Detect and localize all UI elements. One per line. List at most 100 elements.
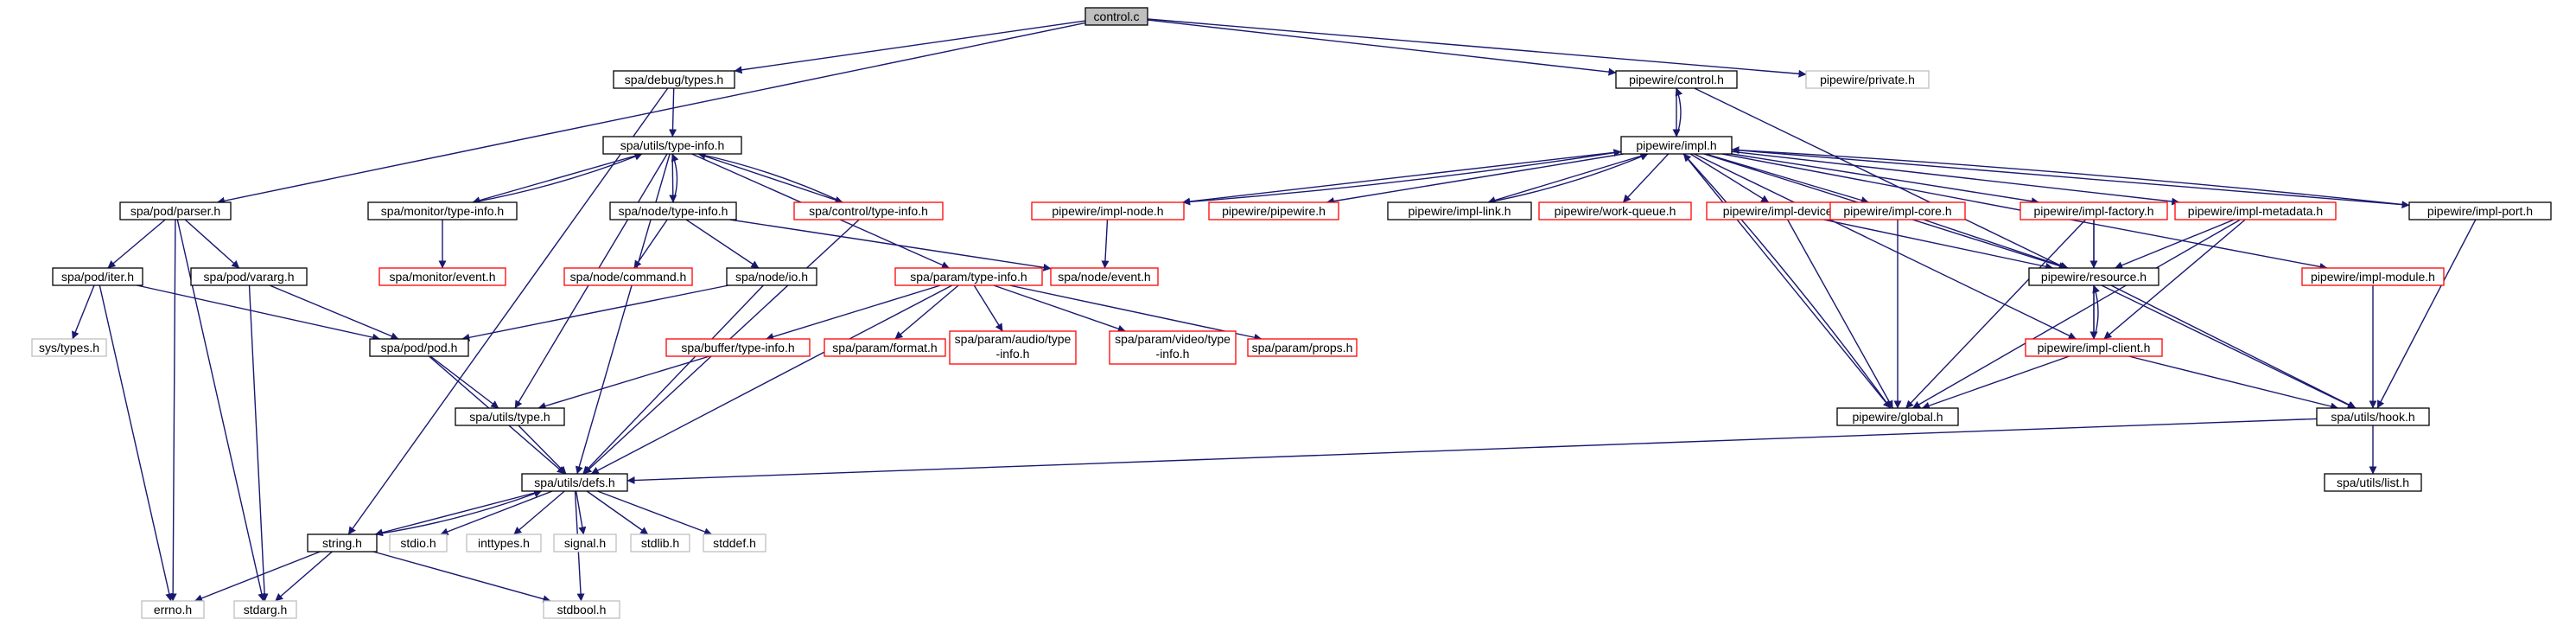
node-box[interactable]	[52, 267, 143, 286]
node-spa-param-typeinfo[interactable]: spa/param/type-info.h	[894, 267, 1043, 286]
node-spa-buffer-typeinfo[interactable]: spa/buffer/type-info.h	[665, 338, 811, 357]
node-pw-impl-core[interactable]: pipewire/impl-core.h	[1829, 201, 1966, 220]
node-box[interactable]	[1615, 70, 1738, 89]
node-box[interactable]	[726, 267, 817, 286]
node-box[interactable]	[602, 136, 742, 155]
node-signal-h[interactable]: signal.h	[553, 533, 617, 553]
node-pw-resource[interactable]: pipewire/resource.h	[2028, 267, 2159, 286]
node-spa-utils-hook[interactable]: spa/utils/hook.h	[2316, 407, 2430, 426]
node-box[interactable]	[1247, 338, 1358, 357]
node-box[interactable]	[2408, 201, 2552, 220]
node-box[interactable]	[378, 267, 506, 286]
node-spa-node-io[interactable]: spa/node/io.h	[726, 267, 817, 286]
node-pw-pipewire[interactable]: pipewire/pipewire.h	[1208, 201, 1339, 220]
node-box[interactable]	[543, 600, 620, 619]
node-spa-control-typeinfo[interactable]: spa/control/type-info.h	[793, 201, 944, 220]
node-box[interactable]	[1836, 407, 1959, 426]
node-stddef-h[interactable]: stddef.h	[703, 533, 766, 553]
node-pw-impl-metadata[interactable]: pipewire/impl-metadata.h	[2174, 201, 2337, 220]
node-box[interactable]	[563, 267, 693, 286]
node-pw-impl[interactable]: pipewire/impl.h	[1620, 136, 1733, 155]
node-box[interactable]	[31, 338, 107, 357]
node-box[interactable]	[824, 338, 946, 357]
node-stdio-h[interactable]: stdio.h	[389, 533, 448, 553]
node-box[interactable]	[553, 533, 617, 553]
node-pw-impl-link[interactable]: pipewire/impl-link.h	[1387, 201, 1532, 220]
node-pw-private[interactable]: pipewire/private.h	[1805, 70, 1930, 89]
node-pw-impl-device[interactable]: pipewire/impl-device.h	[1706, 201, 1860, 220]
node-spa-monitor-typeinfo[interactable]: spa/monitor/type-info.h	[367, 201, 518, 220]
node-box[interactable]	[613, 70, 735, 89]
node-box[interactable]	[233, 600, 297, 619]
node-pw-impl-node[interactable]: pipewire/impl-node.h	[1031, 201, 1185, 220]
node-spa-node-typeinfo[interactable]: spa/node/type-info.h	[609, 201, 737, 220]
node-spa-utils-typeinfo[interactable]: spa/utils/type-info.h	[602, 136, 742, 155]
node-pw-control[interactable]: pipewire/control.h	[1615, 70, 1738, 89]
node-box[interactable]	[190, 267, 308, 286]
node-spa-node-event[interactable]: spa/node/event.h	[1050, 267, 1159, 286]
node-box[interactable]	[1538, 201, 1692, 220]
node-box[interactable]	[369, 338, 469, 357]
node-inttypes-h[interactable]: inttypes.h	[466, 533, 542, 553]
node-stdbool-h[interactable]: stdbool.h	[543, 600, 620, 619]
edge-pw-impl-core-to-pw-resource	[1923, 219, 2069, 270]
node-spa-pod-iter[interactable]: spa/pod/iter.h	[52, 267, 143, 286]
node-stdlib-h[interactable]: stdlib.h	[630, 533, 690, 553]
node-box[interactable]	[793, 201, 944, 220]
node-box[interactable]	[466, 533, 542, 553]
node-box[interactable]	[1208, 201, 1339, 220]
node-box[interactable]	[1829, 201, 1966, 220]
node-box[interactable]	[1387, 201, 1532, 220]
node-box[interactable]	[1109, 330, 1237, 365]
node-box[interactable]	[1084, 7, 1148, 26]
node-pw-work-queue[interactable]: pipewire/work-queue.h	[1538, 201, 1692, 220]
node-spa-pod-parser[interactable]: spa/pod/parser.h	[119, 201, 232, 220]
node-spa-node-command[interactable]: spa/node/command.h	[563, 267, 693, 286]
node-box[interactable]	[665, 338, 811, 357]
node-spa-pod-vararg[interactable]: spa/pod/vararg.h	[190, 267, 308, 286]
node-box[interactable]	[2174, 201, 2337, 220]
node-pw-impl-factory[interactable]: pipewire/impl-factory.h	[2019, 201, 2168, 220]
node-spa-param-audio-typeinfo[interactable]: spa/param/audio/type-info.h	[949, 330, 1077, 365]
node-spa-utils-defs[interactable]: spa/utils/defs.h	[521, 473, 628, 492]
node-box[interactable]	[389, 533, 448, 553]
node-box[interactable]	[2028, 267, 2159, 286]
node-pw-global[interactable]: pipewire/global.h	[1836, 407, 1959, 426]
node-box[interactable]	[1031, 201, 1185, 220]
node-spa-param-format[interactable]: spa/param/format.h	[824, 338, 946, 357]
node-box[interactable]	[141, 600, 205, 619]
node-box[interactable]	[703, 533, 766, 553]
node-stdarg-h[interactable]: stdarg.h	[233, 600, 297, 619]
node-box[interactable]	[1050, 267, 1159, 286]
node-box[interactable]	[2019, 201, 2168, 220]
node-spa-debug-types[interactable]: spa/debug/types.h	[613, 70, 735, 89]
node-pw-impl-port[interactable]: pipewire/impl-port.h	[2408, 201, 2552, 220]
node-box[interactable]	[894, 267, 1043, 286]
node-box[interactable]	[367, 201, 518, 220]
node-box[interactable]	[2316, 407, 2430, 426]
node-errno-h[interactable]: errno.h	[141, 600, 205, 619]
node-box[interactable]	[307, 533, 378, 553]
node-spa-param-props[interactable]: spa/param/props.h	[1247, 338, 1358, 357]
node-box[interactable]	[1805, 70, 1930, 89]
node-control-c[interactable]: control.c	[1084, 7, 1148, 26]
node-box[interactable]	[2025, 338, 2163, 357]
node-box[interactable]	[2301, 267, 2445, 286]
node-pw-impl-client[interactable]: pipewire/impl-client.h	[2025, 338, 2163, 357]
node-spa-monitor-event[interactable]: spa/monitor/event.h	[378, 267, 506, 286]
node-spa-pod-pod[interactable]: spa/pod/pod.h	[369, 338, 469, 357]
node-box[interactable]	[119, 201, 232, 220]
node-sys-types[interactable]: sys/types.h	[31, 338, 107, 357]
node-spa-param-video-typeinfo[interactable]: spa/param/video/type-info.h	[1109, 330, 1237, 365]
node-string-h[interactable]: string.h	[307, 533, 378, 553]
node-box[interactable]	[609, 201, 737, 220]
node-spa-utils-list[interactable]: spa/utils/list.h	[2324, 473, 2422, 492]
node-box[interactable]	[2324, 473, 2422, 492]
node-box[interactable]	[949, 330, 1077, 365]
node-spa-utils-type[interactable]: spa/utils/type.h	[455, 407, 565, 426]
node-box[interactable]	[1620, 136, 1733, 155]
node-pw-impl-module[interactable]: pipewire/impl-module.h	[2301, 267, 2445, 286]
node-box[interactable]	[455, 407, 565, 426]
node-box[interactable]	[630, 533, 690, 553]
node-box[interactable]	[521, 473, 628, 492]
